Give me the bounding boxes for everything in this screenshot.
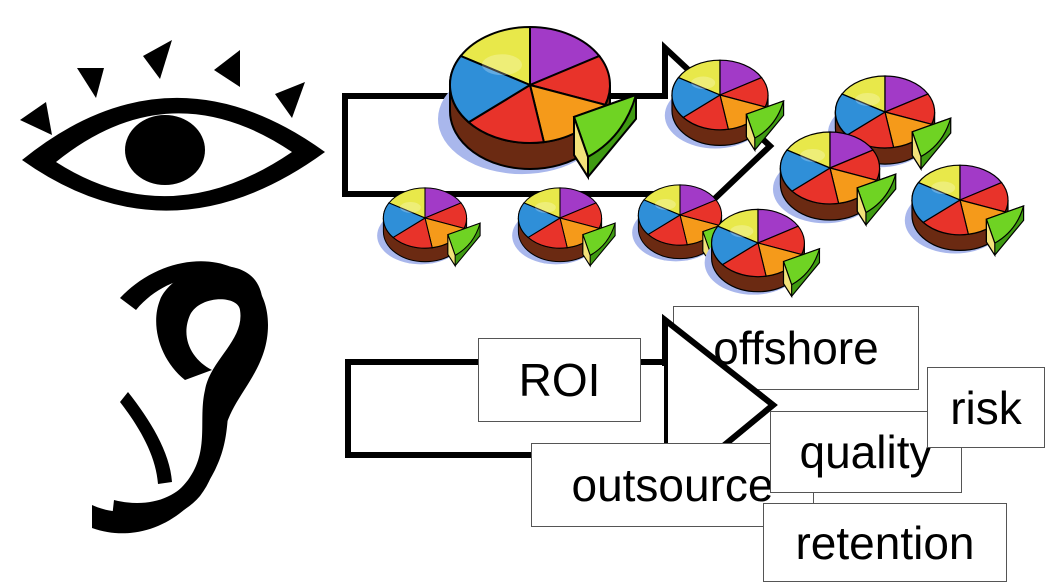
- pie-chart-icon: [772, 131, 897, 228]
- pie-chart-icon: [664, 59, 785, 153]
- word-outsource: outsource: [531, 443, 814, 527]
- word-roi: ROI: [478, 338, 641, 422]
- pie-chart-icon: [512, 187, 616, 268]
- word-offshore: offshore: [673, 306, 919, 390]
- pie-chart-icon: [904, 164, 1025, 258]
- word-retention: retention: [763, 503, 1007, 582]
- pie-chart-icon: [704, 208, 821, 299]
- word-risk: risk: [927, 367, 1045, 448]
- pie-chart-icon: [377, 187, 481, 268]
- pie-chart-icon: [438, 25, 638, 181]
